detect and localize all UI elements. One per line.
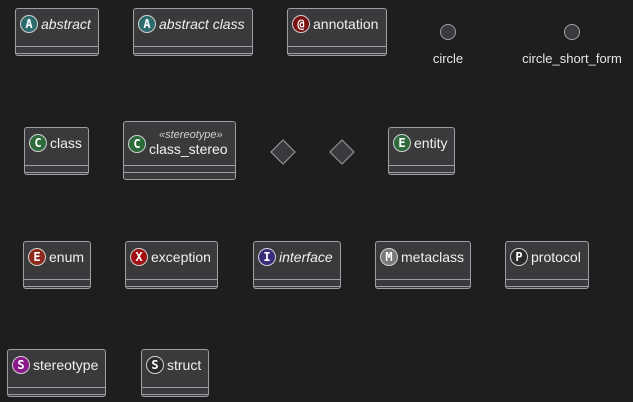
abstract-node[interactable]: A abstract (15, 8, 99, 56)
entity-node[interactable]: E entity (388, 127, 455, 175)
stereotype-tag: «stereotype» (159, 129, 223, 142)
annotation-label: annotation (313, 15, 379, 32)
methods-divider (126, 286, 217, 287)
class-stereo-node[interactable]: C «stereotype» class_stereo (123, 121, 236, 180)
metaclass-node[interactable]: M metaclass (375, 241, 471, 289)
annotation-badge-icon: @ (292, 14, 310, 33)
methods-divider (16, 53, 98, 54)
methods-divider (389, 172, 454, 173)
attributes-divider (389, 165, 454, 166)
struct-badge-icon: S (146, 355, 164, 374)
interface-node[interactable]: I interface (253, 241, 341, 289)
abstract-class-badge-icon: A (138, 14, 156, 33)
stereotype-label: stereotype (33, 356, 99, 373)
attributes-divider (124, 165, 235, 166)
enum-node[interactable]: E enum (23, 241, 91, 289)
exception-node[interactable]: X exception (125, 241, 218, 289)
circle-node-icon[interactable] (440, 24, 456, 40)
diamond-node-icon[interactable] (270, 139, 296, 165)
methods-divider (142, 394, 208, 395)
stereotype-badge-icon: S (12, 355, 30, 374)
metaclass-badge-icon: M (380, 247, 398, 266)
exception-badge-icon: X (130, 247, 148, 266)
methods-divider (288, 53, 386, 54)
metaclass-label: metaclass (401, 248, 465, 265)
class-stereo-badge-icon: C (128, 134, 146, 153)
circle-label: circle (432, 51, 464, 66)
interface-badge-icon: I (258, 247, 276, 266)
circle-short-form-label: circle_short_form (522, 51, 622, 66)
exception-label: exception (151, 248, 211, 265)
methods-divider (134, 53, 252, 54)
attributes-divider (126, 279, 217, 280)
methods-divider (506, 286, 588, 287)
class-stereo-label: class_stereo (149, 140, 228, 157)
abstract-badge-icon: A (20, 14, 38, 33)
attributes-divider (254, 279, 340, 280)
stereotype-node[interactable]: S stereotype (7, 349, 106, 397)
attributes-divider (134, 46, 252, 47)
attributes-divider (8, 387, 105, 388)
struct-node[interactable]: S struct (141, 349, 209, 397)
entity-badge-icon: E (393, 133, 411, 152)
attributes-divider (142, 387, 208, 388)
class-node[interactable]: C class (24, 127, 89, 175)
methods-divider (8, 394, 105, 395)
annotation-node[interactable]: @ annotation (287, 8, 387, 56)
class-label: class (50, 134, 82, 151)
abstract-label: abstract (41, 15, 91, 32)
entity-label: entity (414, 134, 448, 151)
class-badge-icon: C (29, 133, 47, 152)
protocol-node[interactable]: P protocol (505, 241, 589, 289)
circle-short-form-node-icon[interactable] (564, 24, 580, 40)
methods-divider (24, 286, 90, 287)
attributes-divider (25, 165, 88, 166)
protocol-label: protocol (531, 248, 581, 265)
struct-label: struct (167, 356, 202, 373)
enum-badge-icon: E (28, 247, 46, 266)
abstract-class-node[interactable]: A abstract class (133, 8, 253, 56)
abstract-class-label: abstract class (159, 15, 245, 32)
attributes-divider (16, 46, 98, 47)
enum-label: enum (49, 248, 85, 265)
attributes-divider (24, 279, 90, 280)
attributes-divider (506, 279, 588, 280)
diamond-node-icon[interactable] (329, 139, 355, 165)
protocol-badge-icon: P (510, 247, 528, 266)
methods-divider (25, 172, 88, 173)
methods-divider (376, 286, 470, 287)
methods-divider (124, 172, 235, 173)
attributes-divider (376, 279, 470, 280)
interface-label: interface (279, 248, 333, 265)
methods-divider (254, 286, 340, 287)
attributes-divider (288, 46, 386, 47)
